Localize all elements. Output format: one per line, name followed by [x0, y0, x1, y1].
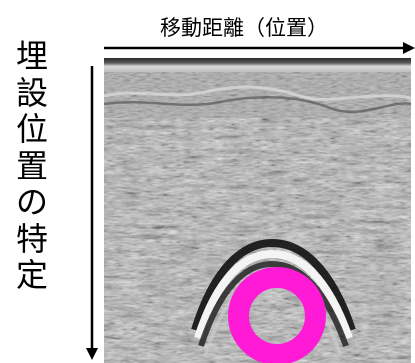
horizontal-axis-label: 移動距離（位置）	[160, 16, 328, 40]
buried-object-marker	[228, 267, 326, 363]
arrow-down-icon	[86, 66, 98, 360]
radar-scan-image	[104, 58, 411, 363]
vertical-axis-label: 埋設位置の特定	[15, 37, 48, 294]
arrow-right-icon	[104, 42, 415, 54]
